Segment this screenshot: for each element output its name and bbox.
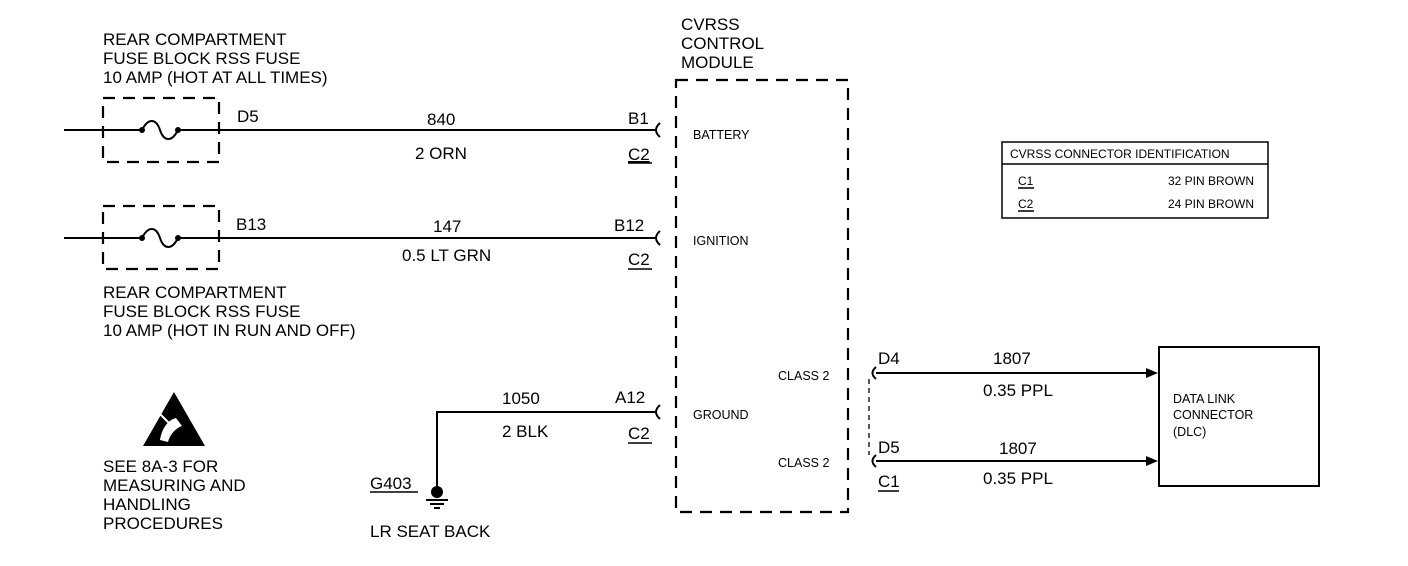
- ground-pin: A12: [615, 388, 645, 407]
- data-bottom-circuit-number: 1807: [999, 439, 1037, 458]
- esd-warning-icon: [143, 392, 205, 446]
- data-bottom-pin: D5: [878, 438, 900, 457]
- fuse-top-label-line-1: REAR COMPARTMENT: [103, 30, 287, 49]
- ignition-pin-socket: [655, 230, 661, 246]
- esd-note: SEE 8A-3 FOR MEASURING AND HANDLING PROC…: [103, 457, 246, 533]
- module-title-line-3: MODULE: [681, 53, 754, 72]
- ignition-wire-spec: 0.5 LT GRN: [402, 246, 491, 265]
- dlc-label-line-2: CONNECTOR: [1173, 408, 1253, 422]
- module-pin-ground: GROUND: [693, 408, 749, 422]
- battery-pin: B1: [628, 109, 649, 128]
- fuse-bottom-label: REAR COMPARTMENT FUSE BLOCK RSS FUSE 10 …: [103, 283, 356, 340]
- connector-table-row-1-desc: 32 PIN BROWN: [1168, 174, 1254, 188]
- fuse-top-label-line-2: FUSE BLOCK RSS FUSE: [103, 49, 300, 68]
- data-link-connector: DATA LINK CONNECTOR (DLC): [1158, 346, 1320, 487]
- dlc-label-line-3: (DLC): [1173, 425, 1206, 439]
- ground-symbol-icon: [426, 486, 448, 509]
- fuse-top: D5: [64, 96, 655, 164]
- fuse-bottom-label-line-2: FUSE BLOCK RSS FUSE: [103, 302, 300, 321]
- ground-circuit: 1050 2 BLK A12 C2: [436, 388, 661, 488]
- connector-table: CVRSS CONNECTOR IDENTIFICATION C1 32 PIN…: [1001, 141, 1269, 219]
- fuse-bottom: B13: [64, 204, 655, 271]
- module-pin-ignition: IGNITION: [693, 234, 749, 248]
- fuse-bottom-terminal-left: [139, 235, 145, 241]
- data-bottom-wire-spec: 0.35 PPL: [983, 469, 1053, 488]
- fuse-top-terminal: D5: [237, 107, 259, 126]
- ground-pin-socket: [655, 404, 661, 420]
- esd-note-line-1: SEE 8A-3 FOR: [103, 457, 218, 476]
- fuse-bottom-terminal: B13: [236, 215, 266, 234]
- ignition-connector: C2: [628, 250, 650, 269]
- module-title-line-1: CVRSS: [681, 15, 740, 34]
- data-top-pin: D4: [878, 349, 900, 368]
- data-bottom-pin-socket: [871, 454, 877, 468]
- ground-point-location: LR SEAT BACK: [370, 522, 491, 541]
- battery-wire-spec: 2 ORN: [415, 144, 467, 163]
- fuse-bottom-element: [141, 228, 179, 248]
- data-top-circuit-number: 1807: [993, 349, 1031, 368]
- dlc-label-line-1: DATA LINK: [1173, 392, 1236, 406]
- ground-circuit-number: 1050: [502, 389, 540, 408]
- battery-connector: C2: [628, 145, 650, 164]
- control-module: CVRSS CONTROL MODULE BATTERY IGNITION GR…: [674, 15, 850, 514]
- esd-note-line-4: PROCEDURES: [103, 514, 223, 533]
- fuse-top-label-line-3: 10 AMP (HOT AT ALL TIMES): [103, 68, 328, 87]
- fuse-bottom-label-line-3: 10 AMP (HOT IN RUN AND OFF): [103, 321, 356, 340]
- connector-table-frame: [1001, 141, 1269, 219]
- data-top-pin-socket: [871, 366, 877, 380]
- data-bottom-arrow: [1146, 456, 1158, 466]
- ground-wire-spec: 2 BLK: [502, 422, 549, 441]
- data-circuits: D4 1807 0.35 PPL D5 C1 1807 0.35 PPL: [868, 349, 1158, 492]
- esd-note-line-3: HANDLING: [103, 495, 191, 514]
- ground-connector: C2: [628, 424, 650, 443]
- battery-circuit-number: 840: [427, 110, 455, 129]
- module-pin-class2-bottom: CLASS 2: [778, 456, 829, 470]
- connector-table-row-2-desc: 24 PIN BROWN: [1168, 197, 1254, 211]
- module-pin-class2-top: CLASS 2: [778, 369, 829, 383]
- dlc-box: [1158, 346, 1320, 487]
- fuse-top-element: [141, 120, 179, 140]
- module-pin-battery: BATTERY: [693, 128, 750, 142]
- ground-point-id: G403: [370, 474, 412, 493]
- fuse-top-terminal-left: [139, 127, 145, 133]
- ignition-circuit-number: 147: [433, 217, 461, 236]
- ignition-pin: B12: [614, 216, 644, 235]
- fuse-bottom-label-line-1: REAR COMPARTMENT: [103, 283, 287, 302]
- module-title-line-2: CONTROL: [681, 34, 764, 53]
- battery-pin-socket: [655, 122, 661, 138]
- data-top-arrow: [1146, 368, 1158, 378]
- connector-table-row-1-id: C1: [1018, 174, 1034, 188]
- fuse-top-label: REAR COMPARTMENT FUSE BLOCK RSS FUSE 10 …: [103, 30, 328, 87]
- connector-table-row-2-id: C2: [1018, 197, 1034, 211]
- data-top-wire-spec: 0.35 PPL: [983, 381, 1053, 400]
- data-bottom-connector: C1: [878, 472, 900, 491]
- connector-table-title: CVRSS CONNECTOR IDENTIFICATION: [1010, 147, 1230, 161]
- module-outline: [674, 78, 850, 514]
- esd-note-line-2: MEASURING AND: [103, 476, 246, 495]
- ground-wire: [436, 411, 655, 488]
